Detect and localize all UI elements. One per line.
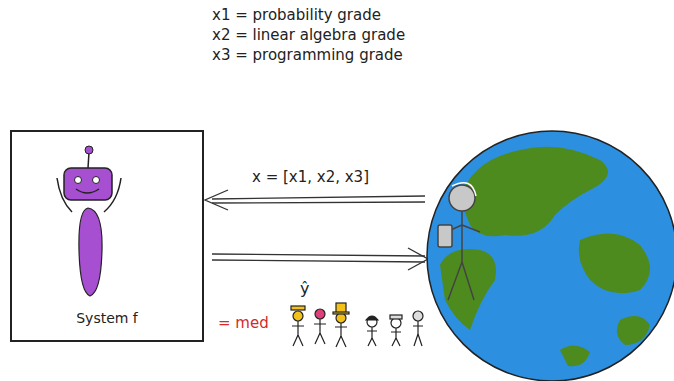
note-label: x2 = linear algebra grade (212, 26, 405, 44)
note-label: x1 = probability grade (212, 6, 381, 24)
note-label: x = [x1, x2, x3] (252, 168, 369, 186)
note-label: x3 = programming grade (212, 46, 403, 64)
box-title: System f (12, 310, 202, 326)
globe (427, 131, 674, 381)
robot (57, 146, 121, 296)
system-box: System f (10, 130, 204, 342)
people-row (291, 303, 423, 347)
note-label: ŷ (300, 280, 309, 298)
note-label: = med (218, 314, 269, 332)
person-figure (438, 183, 480, 300)
data-arrows (205, 190, 428, 270)
